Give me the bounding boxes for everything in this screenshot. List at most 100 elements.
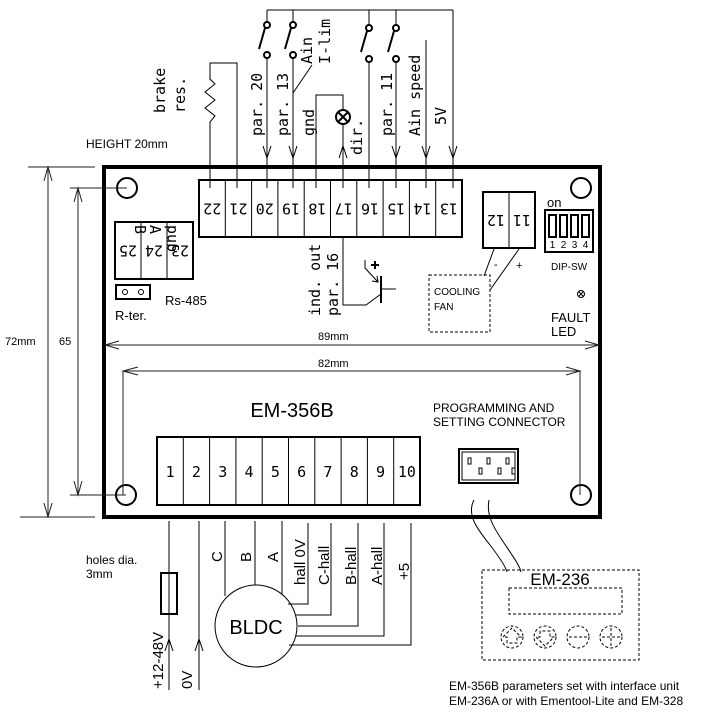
cable-right <box>487 499 522 573</box>
switch-par11-dir <box>360 30 368 53</box>
terminal-19: 19 <box>282 200 300 218</box>
arrow-up-icon <box>338 144 348 159</box>
top-wiring <box>204 9 458 188</box>
height-note: HEIGHT 20mm <box>86 137 168 151</box>
label-phase-a: A <box>265 552 282 562</box>
terminal-21: 21 <box>229 200 247 218</box>
fuse-icon <box>160 572 178 615</box>
label-par13: par. 13 <box>274 73 292 136</box>
bldc-motor <box>214 584 298 668</box>
terminal-7: 7 <box>323 463 332 481</box>
dip-switch-1[interactable] <box>548 214 557 238</box>
label-r-ter: R-ter. <box>115 308 147 323</box>
terminal-9: 9 <box>376 463 385 481</box>
arrow-down-icon <box>391 145 401 160</box>
dim-82mm-label: 82mm <box>318 358 349 370</box>
label-5v: 5V <box>432 107 450 125</box>
programming-connector[interactable] <box>458 448 519 484</box>
label-res: res. <box>171 77 189 113</box>
prog-connector-label-1: PROGRAMMING AND <box>433 401 555 415</box>
switch-par11 <box>387 30 395 53</box>
dimension-89mm <box>103 340 601 350</box>
terminal-16: 16 <box>361 200 379 218</box>
label-plus5: +5 <box>396 563 413 580</box>
gnd-wire <box>315 94 344 188</box>
label-ilim: I-lim <box>316 19 334 64</box>
footnote-line-1: EM-356B parameters set with interface un… <box>449 679 680 693</box>
label-brake: brake <box>151 68 169 113</box>
dimension-72mm <box>20 165 95 519</box>
label-12-48v: +12-48V <box>150 632 167 689</box>
dip-switch-2[interactable] <box>559 214 568 238</box>
em236-down-button[interactable] <box>533 625 557 649</box>
arrow-up-icon <box>164 637 174 652</box>
fan-label-2: FAN <box>434 302 453 313</box>
label-a-hall: A-hall <box>369 547 386 585</box>
terminal-8: 8 <box>350 463 359 481</box>
fan-label-1: COOLING <box>434 287 480 298</box>
label-b-hall: B-hall <box>343 547 360 585</box>
em236-plus-button[interactable] <box>599 625 623 649</box>
label-par11: par. 11 <box>378 73 396 136</box>
mounting-hole-top-right <box>570 177 592 199</box>
fan-plus: + <box>516 260 522 272</box>
label-c-hall: C-hall <box>316 546 333 585</box>
label-0v: 0V <box>179 671 196 689</box>
label-par20: par. 20 <box>248 73 266 136</box>
dip-switch-3[interactable] <box>570 214 579 238</box>
terminal-5: 5 <box>271 463 280 481</box>
terminal-24: 24 <box>145 242 163 260</box>
cable-left <box>470 499 508 573</box>
dip-on-label: on <box>547 195 561 210</box>
holes-note-2: 3mm <box>86 567 113 581</box>
label-phase-b: B <box>238 552 255 562</box>
em236-minus-button[interactable] <box>566 625 590 649</box>
bottom-wiring <box>160 521 412 690</box>
em236-model: EM-236 <box>530 570 590 589</box>
terminal-2: 2 <box>192 463 201 481</box>
footnote-line-2: EM-236A or with Ementool-Lite and EM-328 <box>449 694 683 708</box>
fan-terminal-11: 11 <box>513 211 531 229</box>
arrow-down-icon <box>262 145 272 160</box>
terminal-10: 10 <box>398 463 416 481</box>
dip-position-label: 4 <box>583 240 589 251</box>
label-phase-c: C <box>209 551 226 562</box>
dip-sw-label: DIP-SW <box>551 262 588 273</box>
cooling-fan <box>428 274 491 333</box>
terminal-6: 6 <box>297 463 306 481</box>
fault-led-label-1: FAULT <box>551 310 591 325</box>
label-hall-0v: hall 0V <box>292 539 309 585</box>
dim-89mm-label: 89mm <box>318 331 349 343</box>
fault-led-label-2: LED <box>551 324 576 339</box>
termination-jumper[interactable] <box>115 284 151 300</box>
holes-note-1: holes dia. <box>86 553 137 567</box>
label-rs485-b: B <box>131 225 149 234</box>
ain-ilim-leader <box>292 64 313 94</box>
terminal-1: 1 <box>166 463 175 481</box>
mounting-hole-bottom-right <box>570 484 592 506</box>
label-rs485-a: A <box>146 225 164 234</box>
em236-display <box>508 587 623 615</box>
label-dir: dir. <box>348 119 366 155</box>
switch-par13 <box>284 27 292 50</box>
terminal-3: 3 <box>218 463 227 481</box>
arrow-up-icon <box>194 637 204 652</box>
dip-position-label: 3 <box>572 240 578 251</box>
terminal-25: 25 <box>119 242 137 260</box>
brake-resistor <box>204 62 238 188</box>
label-ain: Ain <box>298 37 316 64</box>
terminal-22: 22 <box>203 200 221 218</box>
dim-72mm-label: 72mm <box>5 336 36 348</box>
fault-led-icon <box>577 290 585 298</box>
dimension-65 <box>70 186 127 497</box>
terminal-18: 18 <box>308 200 326 218</box>
terminal-15: 15 <box>387 200 405 218</box>
em236-up-button[interactable] <box>500 625 524 649</box>
label-rs485-gnd: gnd <box>162 225 180 252</box>
dip-switch-4[interactable] <box>581 214 590 238</box>
